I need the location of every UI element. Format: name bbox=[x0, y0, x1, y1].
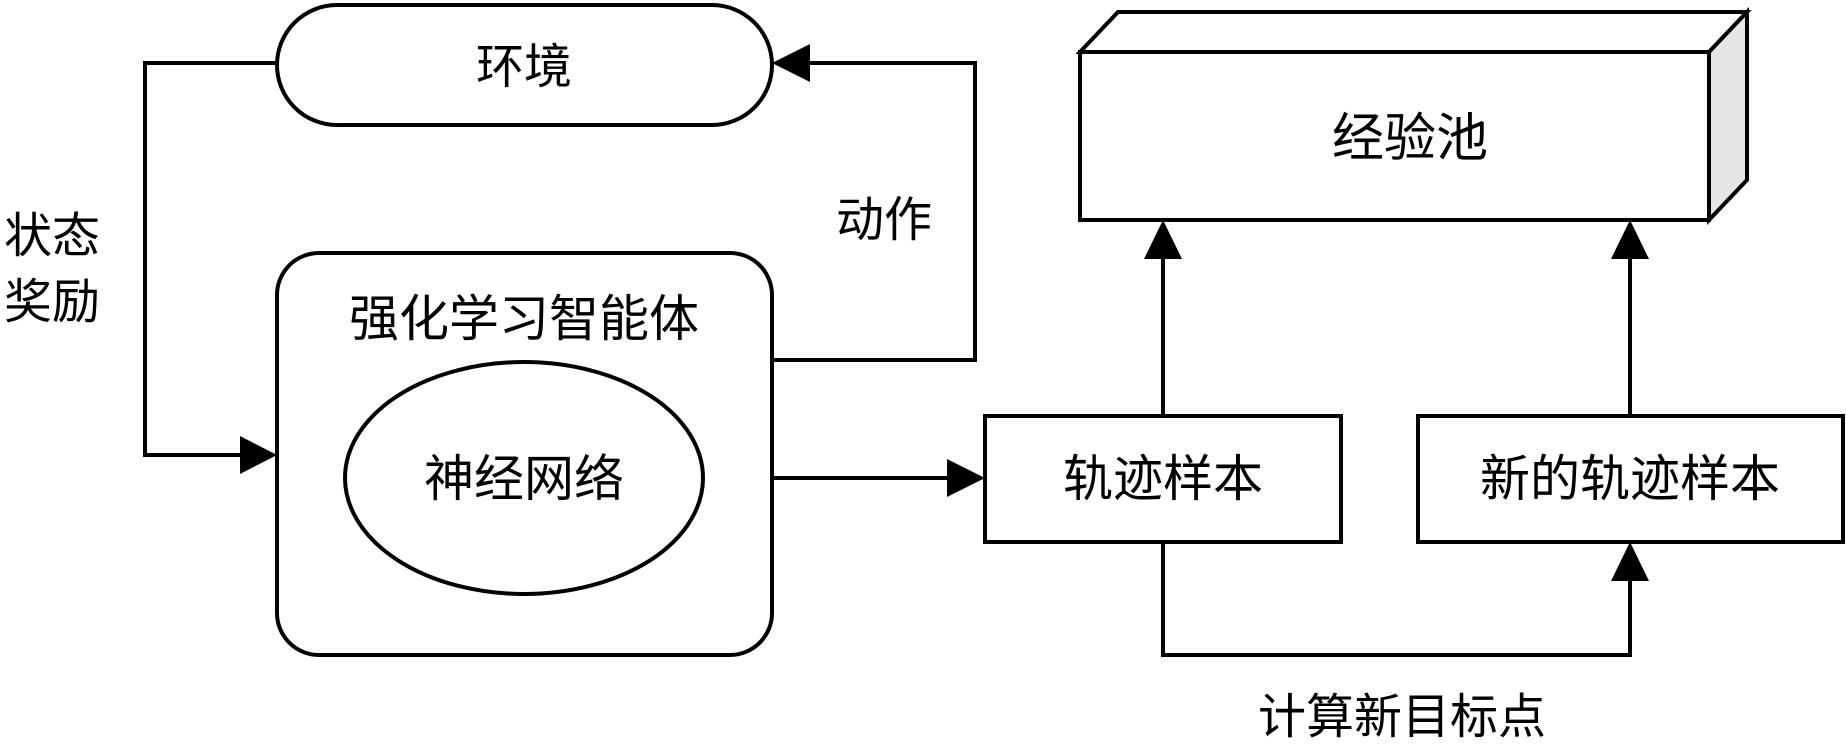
action-connector bbox=[772, 61, 977, 362]
agent-to-trajectory-arrowhead bbox=[947, 459, 985, 497]
neural-network-label: 神经网络 bbox=[424, 450, 624, 508]
new-trajectory-to-pool-edge bbox=[1611, 220, 1649, 416]
state-label: 状态 bbox=[4, 208, 100, 264]
experience-pool-side-face bbox=[1707, 6, 1749, 226]
action-edge: 动作 bbox=[772, 44, 977, 362]
compute-target-connector bbox=[1161, 542, 1632, 657]
trajectory-to-pool-edge bbox=[1144, 220, 1182, 416]
neural-network-shape bbox=[343, 360, 705, 596]
experience-pool-front-face bbox=[1078, 50, 1711, 222]
action-arrowhead bbox=[772, 44, 810, 82]
agent-label: 强化学习智能体 bbox=[349, 290, 699, 348]
state-reward-arrowhead bbox=[240, 436, 277, 474]
new-trajectory-to-pool-arrowhead bbox=[1611, 220, 1649, 259]
reward-label: 奖励 bbox=[4, 274, 100, 330]
experience-pool-node: 经验池 bbox=[1075, 6, 1752, 226]
trajectory-samples-node: 轨迹样本 bbox=[983, 414, 1343, 544]
agent-node: 强化学习智能体 神经网络 bbox=[275, 251, 774, 657]
environment-label: 环境 bbox=[476, 39, 572, 95]
state-reward-edge: 状态 奖励 bbox=[4, 61, 277, 474]
new-trajectory-samples-label: 新的轨迹样本 bbox=[1480, 450, 1780, 508]
trajectory-to-pool-arrowhead bbox=[1144, 220, 1182, 259]
agent-to-trajectory-edge bbox=[772, 459, 985, 497]
new-trajectory-samples-node: 新的轨迹样本 bbox=[1416, 414, 1845, 544]
compute-target-arrowhead bbox=[1611, 542, 1649, 581]
experience-pool-label: 经验池 bbox=[1332, 109, 1488, 169]
action-label: 动作 bbox=[836, 192, 932, 248]
compute-target-edge: 计算新目标点 bbox=[1161, 542, 1649, 745]
compute-target-label: 计算新目标点 bbox=[1258, 689, 1546, 745]
state-reward-connector bbox=[143, 61, 277, 457]
trajectory-samples-label: 轨迹样本 bbox=[1063, 450, 1263, 508]
experience-pool-top-face bbox=[1075, 10, 1752, 54]
environment-node: 环境 bbox=[275, 3, 774, 127]
